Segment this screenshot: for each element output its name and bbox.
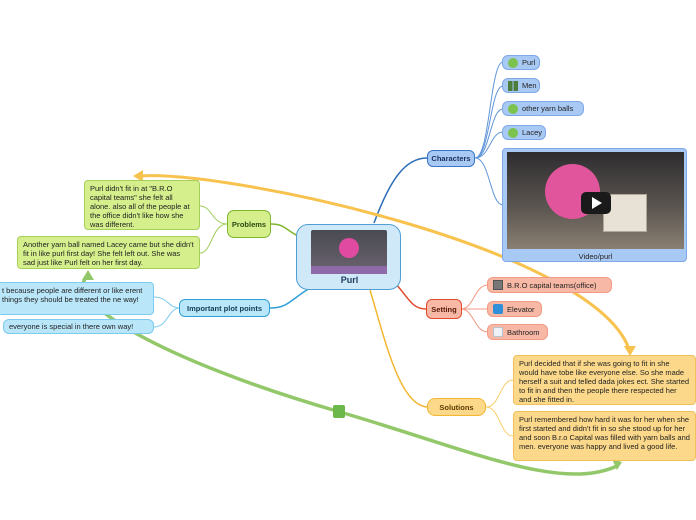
setting-elevator[interactable]: Elevator [487, 301, 542, 317]
solution-note-1[interactable]: Purl decided that if she was going to fi… [513, 355, 696, 405]
elevator-icon [493, 304, 503, 314]
character-lacey[interactable]: Lacey [502, 125, 546, 140]
branch-setting[interactable]: Setting [426, 299, 462, 319]
central-title: Purl [340, 275, 359, 285]
branch-plot-points[interactable]: Important plot points [179, 299, 270, 317]
yarn-ball-icon [508, 103, 518, 114]
branch-setting-label: Setting [431, 304, 457, 314]
branch-plot-points-label: Important plot points [187, 303, 262, 313]
problem-note-2[interactable]: Another yarn ball named Lacey came but s… [17, 236, 200, 269]
video-thumbnail[interactable] [507, 152, 684, 249]
yarn-ball-icon [508, 57, 518, 68]
video-node[interactable]: Video/purl [502, 148, 687, 262]
branch-characters[interactable]: Characters [427, 150, 475, 167]
yarn-ball-icon [508, 127, 518, 138]
branch-problems-label: Problems [231, 219, 267, 229]
office-building-icon [493, 280, 503, 290]
character-other-yarn-balls[interactable]: other yarn balls [502, 101, 584, 116]
problem-note-1[interactable]: Purl didn't fit in at "B.R.O capital tea… [84, 180, 200, 230]
character-purl-label: Purl [522, 58, 536, 67]
setting-office[interactable]: B.R.O capital teams(office) [487, 277, 612, 293]
central-topic[interactable]: Purl [296, 224, 401, 290]
character-other-yarn-balls-label: other yarn balls [522, 104, 574, 113]
men-icon [508, 80, 518, 91]
solution-note-2[interactable]: Purl remembered how hard it was for her … [513, 411, 696, 461]
character-purl[interactable]: Purl [502, 55, 540, 70]
branch-characters-label: Characters [431, 154, 471, 163]
setting-bathroom[interactable]: Bathroom [487, 324, 548, 340]
branch-solutions-label: Solutions [439, 402, 474, 412]
plot-point-note-2[interactable]: everyone is special in there own way! [3, 319, 154, 334]
play-icon[interactable] [581, 192, 611, 214]
branch-problems[interactable]: Problems [227, 210, 271, 238]
plot-point-note-1[interactable]: t because people are different or like e… [0, 282, 154, 315]
character-men[interactable]: Men [502, 78, 540, 93]
character-lacey-label: Lacey [522, 128, 543, 137]
central-thumbnail [311, 230, 387, 274]
yarn-ball-icon [339, 238, 359, 258]
video-caption: Video/purl [578, 252, 613, 261]
character-men-label: Men [522, 81, 537, 90]
branch-solutions[interactable]: Solutions [427, 398, 486, 416]
bathroom-icon [493, 327, 503, 337]
